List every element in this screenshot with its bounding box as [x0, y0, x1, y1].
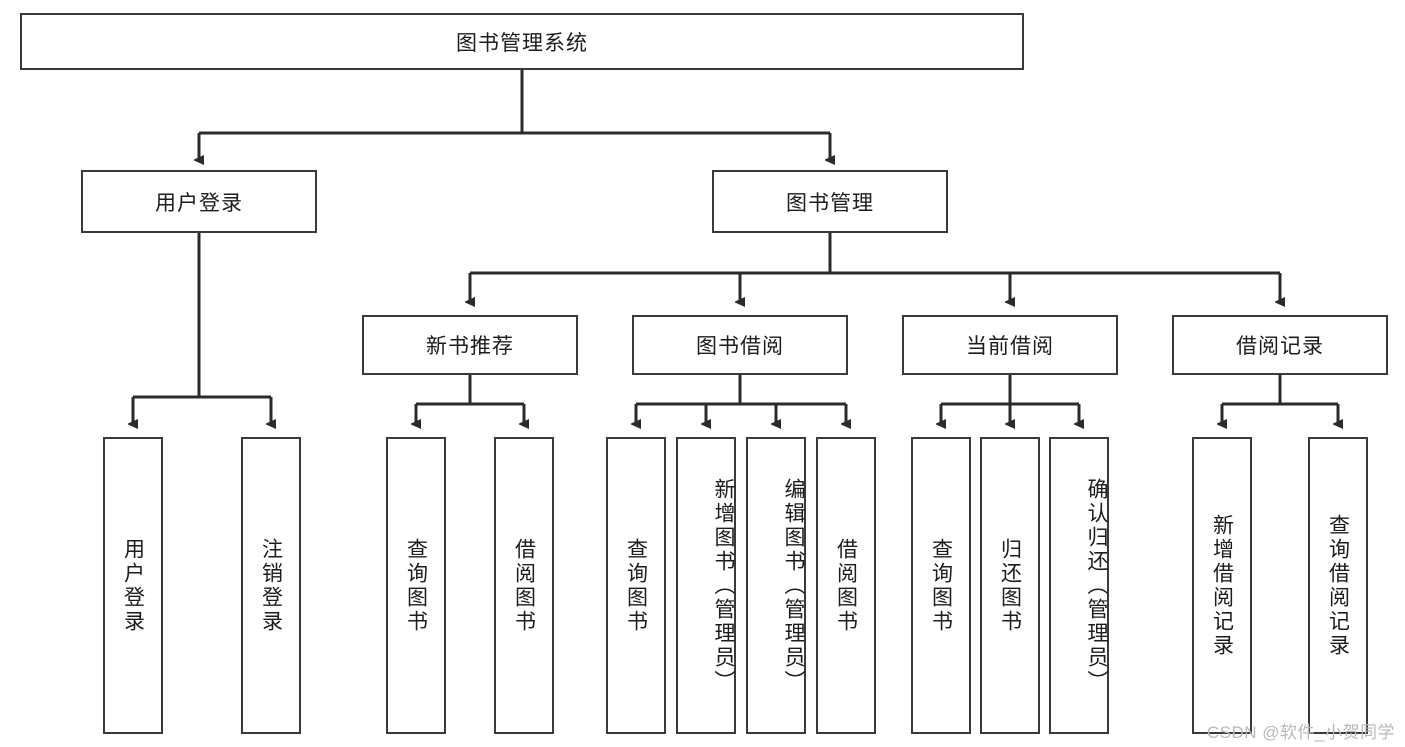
node-book-borrow[interactable]: 图书借阅 [632, 315, 848, 375]
node-label: 当前借阅 [966, 335, 1054, 358]
node-label: 用户登录 [155, 191, 243, 215]
node-user-login[interactable]: 用户登录 [81, 170, 317, 233]
node-label: 借阅记录 [1236, 335, 1324, 358]
node-label: 查询图书 [624, 537, 648, 634]
node-label: 图书管理系统 [456, 31, 588, 55]
node-label: 查询图书 [404, 537, 428, 634]
node-label: 新增借阅记录 [1210, 513, 1234, 658]
node-label: 用户登录 [121, 537, 145, 634]
node-book-management[interactable]: 图书管理 [712, 170, 948, 233]
leaf-current-borrow-confirm-return-admin[interactable]: 确认归还（管理员） [1049, 437, 1109, 734]
leaf-book-borrow-borrow-book[interactable]: 借阅图书 [816, 437, 876, 734]
leaf-book-borrow-add-book-admin[interactable]: 新增图书（管理员） [676, 437, 736, 734]
csdn-watermark: CSDN @软件_小贺同学 [1206, 723, 1395, 742]
node-label: 注销登录 [259, 537, 283, 634]
node-label: 查询图书 [929, 537, 953, 634]
leaf-new-book-query-book[interactable]: 查询图书 [386, 437, 446, 734]
leaf-current-borrow-return-book[interactable]: 归还图书 [980, 437, 1040, 734]
leaf-borrow-record-query-record[interactable]: 查询借阅记录 [1308, 437, 1368, 734]
node-label: 新增图书（管理员） [712, 477, 735, 694]
node-label: 编辑图书（管理员） [782, 477, 805, 694]
node-borrow-record[interactable]: 借阅记录 [1172, 315, 1388, 375]
leaf-book-borrow-edit-book-admin[interactable]: 编辑图书（管理员） [746, 437, 806, 734]
node-new-book-recommend[interactable]: 新书推荐 [362, 315, 578, 375]
leaf-book-borrow-query-book[interactable]: 查询图书 [606, 437, 666, 734]
node-label: 图书管理 [786, 191, 874, 215]
node-root-book-management-system[interactable]: 图书管理系统 [20, 13, 1024, 70]
leaf-borrow-record-add-record[interactable]: 新增借阅记录 [1192, 437, 1252, 734]
node-label: 图书借阅 [696, 335, 784, 358]
node-label: 借阅图书 [834, 537, 858, 634]
node-label: 借阅图书 [512, 537, 536, 634]
node-current-borrow[interactable]: 当前借阅 [902, 315, 1118, 375]
leaf-user-login-login[interactable]: 用户登录 [103, 437, 163, 734]
node-label: 新书推荐 [426, 335, 514, 358]
node-label: 确认归还（管理员） [1085, 477, 1108, 694]
node-label: 查询借阅记录 [1326, 513, 1350, 658]
leaf-current-borrow-query-book[interactable]: 查询图书 [911, 437, 971, 734]
leaf-user-login-logout[interactable]: 注销登录 [241, 437, 301, 734]
node-label: 归还图书 [998, 537, 1022, 634]
leaf-new-book-borrow-book[interactable]: 借阅图书 [494, 437, 554, 734]
